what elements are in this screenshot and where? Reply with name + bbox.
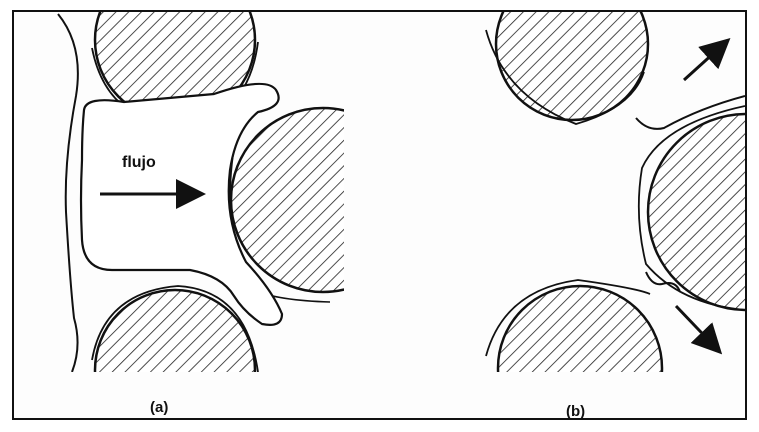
grain-bottom-a [95, 290, 255, 432]
panel-a [58, 0, 415, 432]
outflow-arrow-bottom [676, 306, 718, 350]
grain-top-b [496, 0, 648, 120]
panel-a-label: (a) [150, 399, 168, 416]
left-wall-a [58, 14, 78, 372]
panel-b [486, 0, 759, 432]
grain-right-a [231, 108, 415, 292]
flow-label: flujo [122, 154, 156, 172]
outflow-arrow-top [684, 42, 726, 80]
panel-b-label: (b) [566, 403, 585, 420]
